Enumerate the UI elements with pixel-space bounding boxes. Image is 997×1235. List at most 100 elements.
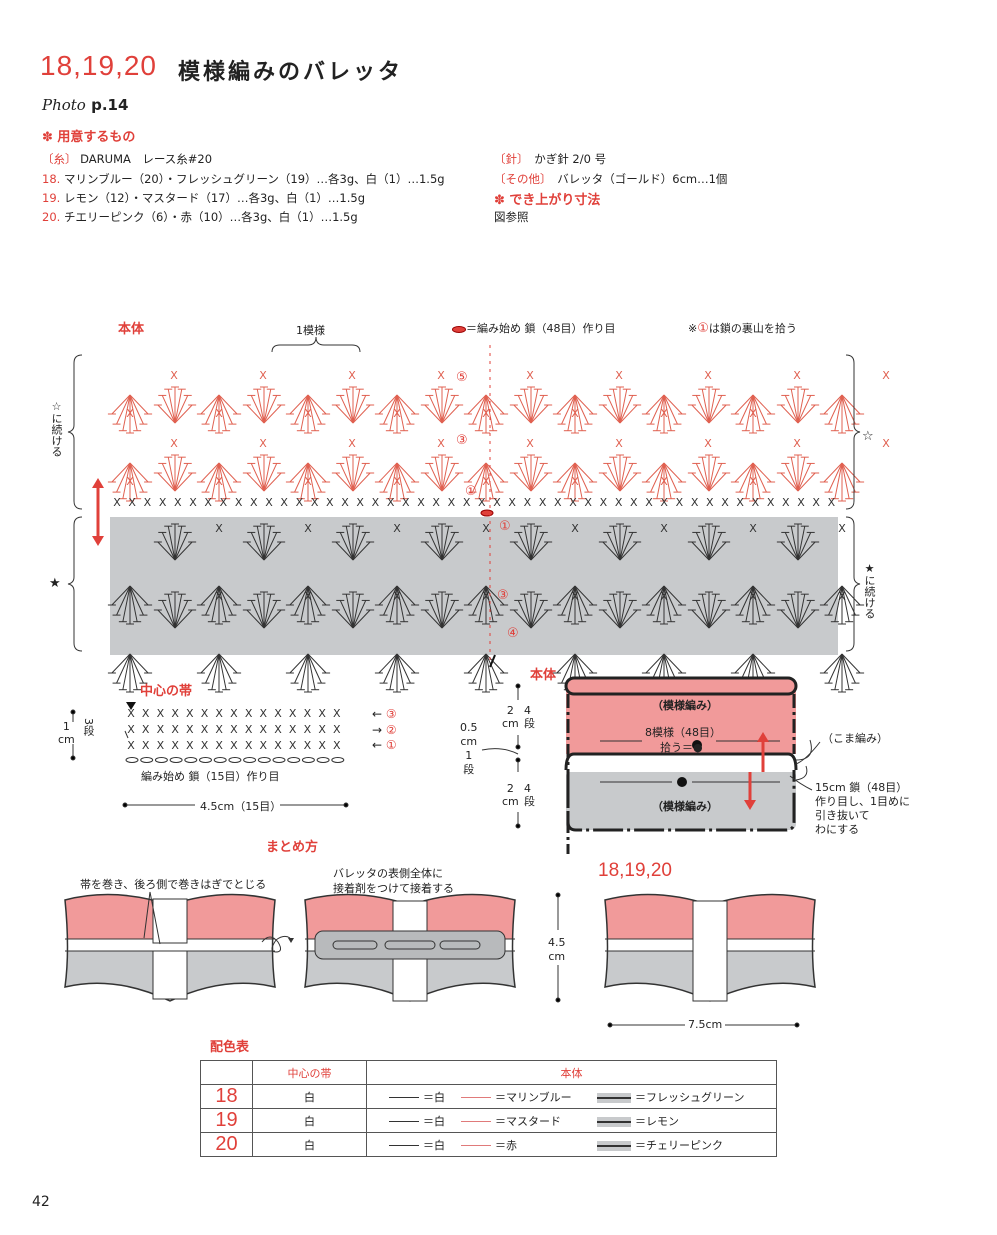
sc-stitch: X [660,475,668,488]
band-start-note: 編み始め 鎖（15目）作り目 [141,770,280,783]
stitch-fan-line [339,600,354,629]
stitch-fan-line [701,389,710,424]
sc-stitch: X [126,407,134,420]
stitch-fan-line [663,585,683,606]
stitch-fan-line [200,462,220,483]
sc-stitch: X [463,496,471,509]
stitch-fan-line [307,653,316,690]
stitch-fan-line [619,404,638,424]
material-item: 20. チエリーピンク（6）・赤（10）…各3g、白（1）…1.5g [42,209,358,225]
stitch-fan-line [352,457,361,492]
chain-start-mark [480,509,494,517]
sc-stitch: X [296,496,304,509]
stitch-fan-line [307,653,322,684]
stitch-fan-line [752,462,767,493]
sc-stitch: X [245,739,253,752]
stitch-fan-line [111,585,131,606]
stitch-fan-line [752,585,767,616]
stitch-fan-line [378,585,398,606]
stitch-fan-line [256,526,265,561]
stitch-fan-line [780,541,799,561]
stitch-fan-line [122,585,131,622]
stitch-fan-line [174,472,193,492]
barrette-clip [314,930,506,960]
stitch-fan-line [246,541,265,561]
note-text: は鎖の裏山を拾う [708,322,797,335]
sc-stitch: X [348,437,356,450]
sc-stitch: X [215,407,223,420]
stitch-fan-line [335,609,354,629]
assembly-title: まとめ方 [266,840,319,855]
stitch-fan-line [396,653,405,690]
stitch-fan-line [263,404,282,424]
sc-stitch: X [482,590,490,603]
stitch-fan-line [574,585,583,622]
stitch-fan-line [752,585,772,606]
material-item: 18. マリンブルー（20）・フレッシュグリーン（19）…各3g、白（1）…1.… [42,171,445,187]
stitch-fan-line [428,532,443,561]
sc-stitch: X [280,496,288,509]
flip-arrow [261,935,291,953]
stitch-fan-line [174,600,189,629]
stitch-fan-line [352,389,361,424]
sc-stitch: X [333,723,341,736]
sc-stitch: X [660,496,668,509]
stitch-fan-line [250,532,265,561]
stitch-fan-line [300,462,309,499]
stitch-fan-line [211,653,220,690]
stitch-fan-line [263,472,282,492]
stitch-fan-line [174,541,193,561]
sc-stitch: X [260,739,268,752]
stitch-fan-line [752,653,772,674]
stitch-fan-line [645,462,665,483]
sc-stitch: X [259,369,267,382]
stitch-fan-line [129,462,149,483]
band-rows: 3段 [82,718,95,736]
sc-stitch: X [571,407,579,420]
stitch-fan-line [663,394,683,415]
stitch-fan-line [841,394,850,431]
stitch-fan-line [174,609,193,629]
stitch-fan-line [602,609,621,629]
stitch-fan-line [619,532,634,561]
stitch-fan-line [294,462,309,493]
stitch-fan-line [122,653,131,690]
stitch-fan-line [612,594,621,629]
stitch-fan-line [307,462,316,499]
stitch-fan-line [485,653,500,684]
stitch-fan-line [383,462,398,493]
sc-stitch: X [289,723,297,736]
color-table-title: 配色表 [210,1040,250,1055]
barrette-slot [384,940,436,950]
sc-stitch: X [289,739,297,752]
stitch-fan-line [780,404,799,424]
stitch-fan-line [567,462,576,499]
pick-label-2: 拾う＝● [660,741,703,754]
stitch-fan-line [352,600,367,629]
assembly-step2: バレッタの表側全体に接着剤をつけて接着する [333,867,454,895]
stitch-fan-line [441,594,450,629]
stitch-fan-line [161,532,176,561]
sc-stitch: X [230,707,238,720]
stitch-fan-line [556,653,576,674]
band-height-value: 1 [62,720,70,733]
star-black: ★ [49,576,61,591]
sc-stitch: X [259,437,267,450]
assembly-step1: 帯を巻き、後ろ側で巻きはぎでとじる [80,878,267,891]
stitch-fan-line [396,394,411,425]
sc-stitch: X [393,407,401,420]
stitch-fan-line [161,463,176,492]
chain-stitch [316,757,330,763]
sc-stitch: X [417,496,425,509]
stitch-fan-line [708,472,727,492]
sc-stitch: X [372,496,380,509]
other-line: 〔その他〕 バレッタ（ゴールド）6cm…1個 [494,171,727,187]
bow-step1 [64,893,276,1002]
stitch-fan-line [335,541,354,561]
stitch-fan-line [823,653,843,674]
sc-stitch: X [186,723,194,736]
stitch-fan-line [307,585,327,606]
